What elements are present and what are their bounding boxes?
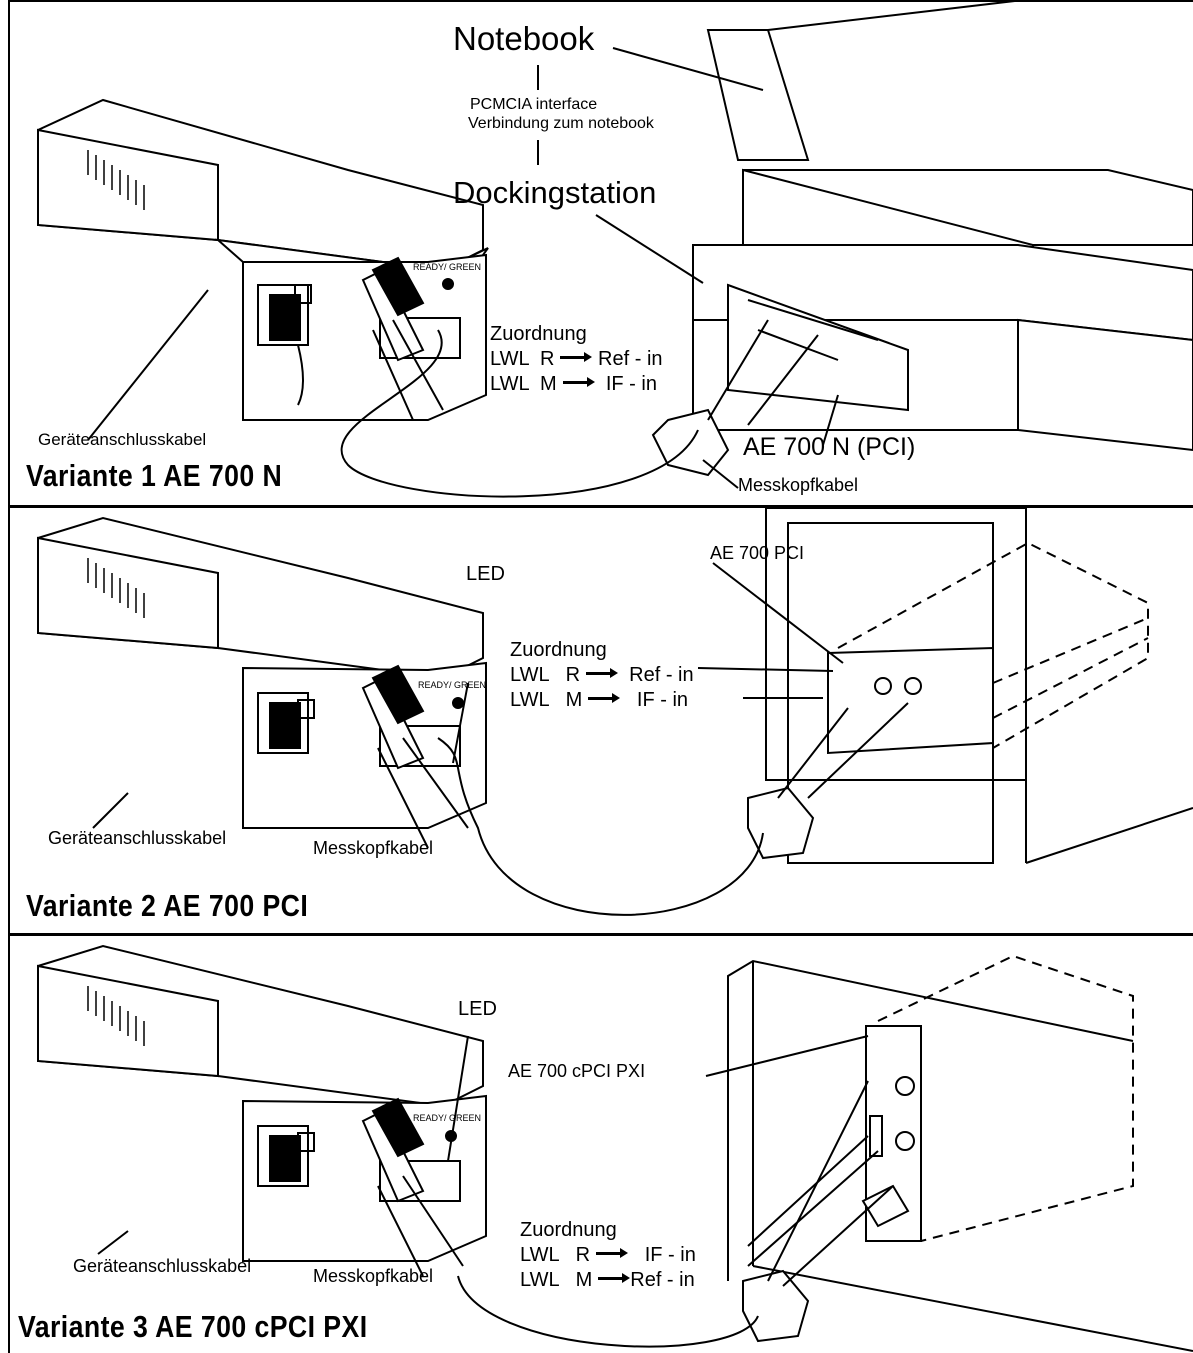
controller-unit-3 [37, 944, 487, 1277]
probe-head-2 [747, 786, 815, 860]
divider-2 [8, 933, 1193, 936]
pcmcia-connection-label: Verbindung zum notebook [468, 115, 654, 132]
assignment-block-3: Zuordnung LWL R IF - in LWL M Ref - in [520, 1218, 696, 1293]
vent-hatching-2 [87, 558, 145, 618]
assignment-heading: Zuordnung [520, 1219, 617, 1241]
m-key: M [565, 689, 583, 711]
variant-1-drawing [37, 0, 1193, 498]
ready-label: READY/ GREEN [413, 262, 482, 272]
m-target: IF - in [605, 373, 657, 395]
card-label-2: AE 700 PCI [710, 543, 805, 563]
m-key: M [575, 1269, 593, 1291]
probe-head-3 [742, 1269, 810, 1343]
variant-3-drawing [37, 944, 1193, 1352]
panel-variant-3: LED AE 700 cPCI PXI READY/ GREEN Zuordnu… [8, 936, 1193, 1353]
r-target: Ref - in [598, 348, 663, 370]
lwl-label: LWL [520, 1269, 559, 1291]
cpci-chassis-drawing [727, 954, 1193, 1352]
m-target: Ref - in [630, 1269, 695, 1291]
power-cable-label-2: Geräteanschlusskabel [48, 828, 227, 848]
power-cable-label-3: Geräteanschlusskabel [73, 1256, 252, 1276]
pc-tower-drawing [765, 508, 1193, 864]
arrow-icon [562, 377, 595, 387]
panel-variant-2: AE 700 PCI LED READY/ GREEN Zuordnung LW… [8, 508, 1193, 933]
pcmcia-label: PCMCIA interface [470, 96, 598, 113]
assignment-heading: Zuordnung [510, 639, 607, 661]
arrow-icon [598, 1273, 631, 1283]
arrow-icon [560, 352, 593, 362]
variant-2-drawing [37, 508, 1193, 916]
led-label-3: LED [458, 998, 497, 1020]
variant-1-title: Variante 1 AE 700 N [26, 458, 283, 493]
ready-label-3: READY/ GREEN [413, 1113, 482, 1123]
r-key: R [575, 1244, 591, 1266]
lwl-label: LWL [510, 664, 549, 686]
assignment-block-1: Zuordnung LWL R Ref - in LWL M IF - in [490, 322, 663, 397]
notebook-drawing [706, 0, 1193, 285]
divider-1 [8, 505, 1193, 508]
lwl-label: LWL [510, 689, 549, 711]
ready-label-2: READY/ GREEN [418, 680, 487, 690]
r-target: Ref - in [629, 664, 694, 686]
vent-hatching-1 [87, 150, 145, 210]
card-label-3: AE 700 cPCI PXI [508, 1061, 646, 1081]
panel-variant-1: Notebook PCMCIA interface Verbindung zum… [8, 0, 1193, 505]
r-target: IF - in [644, 1244, 696, 1266]
led-label-2: LED [466, 563, 505, 585]
power-cable-label-1: Geräteanschlusskabel [38, 430, 207, 449]
variant-3-title: Variante 3 AE 700 cPCI PXI [18, 1309, 368, 1344]
r-key: R [565, 664, 581, 686]
probe-cable-label-3: Messkopfkabel [313, 1266, 434, 1286]
arrow-icon [596, 1248, 629, 1258]
lwl-label: LWL [490, 348, 529, 370]
assignment-heading: Zuordnung [490, 323, 587, 345]
m-key: M [540, 373, 557, 395]
probe-cable-label-2: Messkopfkabel [313, 838, 434, 858]
m-target: IF - in [636, 689, 689, 711]
dockingstation-label: Dockingstation [453, 175, 657, 210]
notebook-label: Notebook [453, 20, 595, 57]
variant-2-title: Variante 2 AE 700 PCI [26, 888, 309, 923]
lwl-label: LWL [520, 1244, 559, 1266]
arrow-icon [588, 693, 621, 703]
arrow-icon [586, 668, 619, 678]
r-key: R [540, 348, 555, 370]
docking-station-drawing [692, 244, 1193, 452]
probe-cable-label-1: Messkopfkabel [738, 475, 859, 495]
lwl-label: LWL [490, 373, 529, 395]
card-label-1: AE 700 N (PCI) [743, 433, 916, 461]
vent-hatching-3 [87, 986, 145, 1046]
controller-unit-1 [37, 98, 489, 421]
assignment-block-2: Zuordnung LWL R Ref - in LWL M IF - in [510, 638, 694, 713]
